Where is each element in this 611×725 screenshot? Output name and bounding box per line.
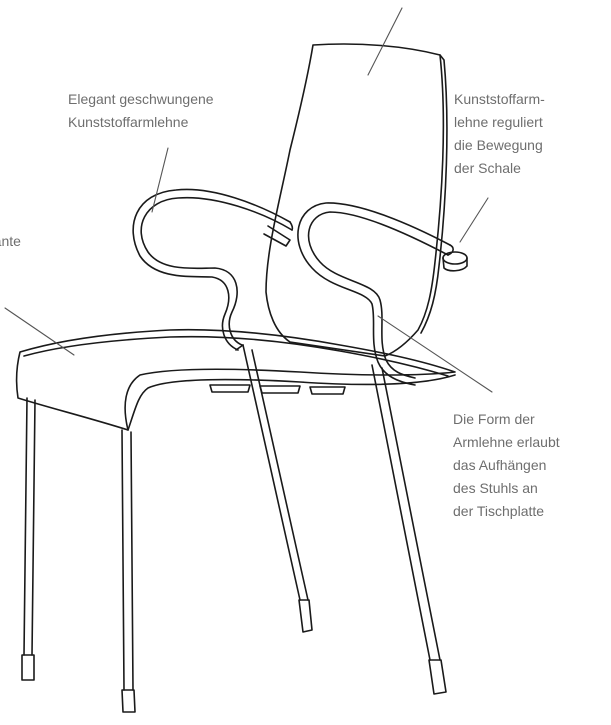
left-armrest (133, 189, 292, 350)
backrest (266, 44, 447, 356)
leader-lines (5, 8, 492, 392)
right-armrest (298, 203, 467, 385)
label-armrest-regulates: Kunststoffarm- lehne reguliert die Beweg… (454, 88, 604, 180)
leader-front-edge (5, 308, 74, 355)
label-hanging: Die Form der Armlehne erlaubt das Aufhän… (453, 408, 611, 523)
seat (17, 330, 455, 430)
legs (22, 345, 446, 712)
leader-hanging (378, 316, 492, 392)
leader-armrest-regulates (460, 198, 488, 242)
label-armrest-elegant: Elegant geschwungene Kunststoffarmlehne (68, 88, 268, 134)
leader-backrest (368, 8, 402, 75)
label-front-edge: rkante (0, 230, 62, 253)
